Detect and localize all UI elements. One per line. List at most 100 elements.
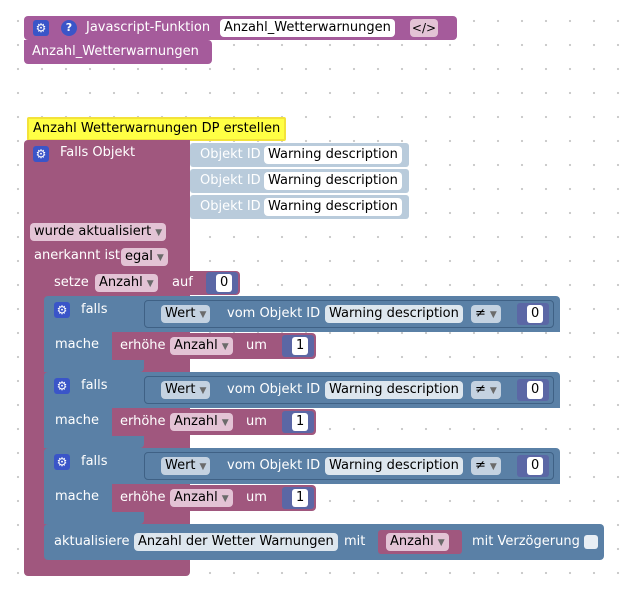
increment-variable-dropdown[interactable]: Anzahl▼ [170, 413, 233, 431]
set-label: setze [54, 275, 89, 290]
chevron-down-icon: ▼ [489, 462, 497, 472]
set-to-label: auf [172, 275, 193, 290]
if-label: falls [81, 454, 108, 469]
object-id-field[interactable]: Warning description [264, 146, 402, 164]
trigger-header-ext [182, 140, 190, 164]
chevron-down-icon: ▼ [437, 538, 445, 548]
number-field[interactable]: 0 [527, 457, 544, 475]
gear-icon[interactable]: ⚙ [33, 146, 49, 162]
if-block-footer [44, 436, 144, 448]
gear-icon[interactable]: ⚙ [54, 302, 70, 318]
delay-label: mit Verzögerung [472, 534, 580, 549]
number-block[interactable]: 1 [282, 411, 314, 433]
comment-bubble[interactable]: Anzahl Wetterwarnungen DP erstellen [27, 117, 287, 141]
set-variable-dropdown[interactable]: Anzahl▼ [95, 274, 158, 292]
chevron-down-icon: ▼ [199, 462, 207, 472]
chevron-down-icon: ▼ [221, 342, 229, 352]
ack-label: anerkannt ist [34, 248, 121, 263]
number-block[interactable]: 1 [282, 335, 314, 357]
object-id-block[interactable]: Objekt ID Warning description [190, 143, 409, 167]
update-label: aktualisiere [54, 534, 130, 549]
number-block[interactable]: 0 [517, 303, 549, 325]
function-label: Javascript-Funktion [86, 20, 211, 35]
number-field[interactable]: 0 [527, 305, 544, 323]
compare-block[interactable]: Wert▼ vom Objekt ID Warning description … [144, 300, 554, 328]
set-variable-block[interactable]: setze Anzahl▼ auf 0 [44, 271, 240, 295]
operator-dropdown[interactable]: ≠▼ [471, 305, 501, 323]
trigger-label: Falls Objekt [60, 145, 136, 160]
gear-icon[interactable]: ⚙ [54, 378, 70, 394]
gear-icon[interactable]: ⚙ [33, 20, 49, 36]
number-block[interactable]: 0 [206, 272, 238, 294]
number-field[interactable]: 0 [527, 381, 544, 399]
number-field[interactable]: 1 [292, 413, 309, 431]
increment-block[interactable]: erhöhe Anzahl▼ um 1 [112, 333, 316, 359]
delay-checkbox[interactable] [584, 535, 598, 549]
object-id-label: Objekt ID [200, 199, 261, 214]
if-block-footer [44, 360, 144, 372]
by-label: um [246, 414, 267, 429]
variable-dropdown[interactable]: Anzahl▼ [386, 533, 449, 551]
increment-label: erhöhe [120, 338, 166, 353]
object-id-label: Objekt ID [200, 147, 261, 162]
help-icon[interactable]: ? [61, 20, 77, 36]
function-call-label: Anzahl_Wetterwarnungen [32, 44, 199, 59]
object-id-field[interactable]: Warning description [325, 381, 463, 399]
object-id-block[interactable]: Objekt ID Warning description [190, 169, 409, 193]
of-object-label: vom Objekt ID [227, 306, 321, 321]
function-definition-block[interactable]: ⚙ ? Javascript-Funktion Anzahl_Wetterwar… [24, 16, 457, 40]
increment-variable-dropdown[interactable]: Anzahl▼ [170, 489, 233, 507]
function-name-field[interactable]: Anzahl_Wetterwarnungen [220, 19, 395, 37]
update-target-field[interactable]: Anzahl der Wetter Warnungen [134, 533, 338, 551]
object-id-label: Objekt ID [200, 173, 261, 188]
variable-block[interactable]: Anzahl▼ [378, 530, 462, 554]
chevron-down-icon: ▼ [199, 386, 207, 396]
chevron-down-icon: ▼ [156, 253, 164, 263]
do-label: mache [55, 413, 100, 428]
number-field[interactable]: 1 [292, 489, 309, 507]
event-dropdown[interactable]: wurde aktualisiert▼ [30, 223, 167, 241]
value-type-dropdown[interactable]: Wert▼ [161, 457, 211, 475]
gear-icon[interactable]: ⚙ [54, 454, 70, 470]
function-call-block[interactable]: Anzahl_Wetterwarnungen [24, 40, 212, 64]
with-label: mit [344, 534, 366, 549]
number-block[interactable]: 0 [517, 379, 549, 401]
of-object-label: vom Objekt ID [227, 458, 321, 473]
chevron-down-icon: ▼ [155, 228, 163, 238]
operator-dropdown[interactable]: ≠▼ [471, 381, 501, 399]
code-edit-button[interactable]: </> [410, 19, 438, 37]
object-id-field[interactable]: Warning description [264, 172, 402, 190]
chevron-down-icon: ▼ [199, 310, 207, 320]
update-block[interactable]: aktualisiere Anzahl der Wetter Warnungen… [44, 524, 604, 560]
increment-block[interactable]: erhöhe Anzahl▼ um 1 [112, 485, 316, 511]
object-id-field[interactable]: Warning description [325, 457, 463, 475]
number-field[interactable]: 1 [292, 337, 309, 355]
if-block-footer [44, 512, 144, 524]
operator-dropdown[interactable]: ≠▼ [471, 457, 501, 475]
by-label: um [246, 490, 267, 505]
number-field[interactable]: 0 [216, 274, 233, 292]
chevron-down-icon: ▼ [221, 494, 229, 504]
value-type-dropdown[interactable]: Wert▼ [161, 381, 211, 399]
object-id-block[interactable]: Objekt ID Warning description [190, 195, 409, 219]
object-id-field[interactable]: Warning description [264, 198, 402, 216]
chevron-down-icon: ▼ [221, 418, 229, 428]
ack-dropdown[interactable]: egal▼ [121, 248, 168, 266]
if-label: falls [81, 302, 108, 317]
value-type-dropdown[interactable]: Wert▼ [161, 305, 211, 323]
chevron-down-icon: ▼ [489, 310, 497, 320]
increment-variable-dropdown[interactable]: Anzahl▼ [170, 337, 233, 355]
number-block[interactable]: 1 [282, 487, 314, 509]
increment-label: erhöhe [120, 490, 166, 505]
by-label: um [246, 338, 267, 353]
object-id-field[interactable]: Warning description [325, 305, 463, 323]
compare-block[interactable]: Wert▼ vom Objekt ID Warning description … [144, 452, 554, 480]
of-object-label: vom Objekt ID [227, 382, 321, 397]
compare-block[interactable]: Wert▼ vom Objekt ID Warning description … [144, 376, 554, 404]
chevron-down-icon: ▼ [146, 279, 154, 289]
if-label: falls [81, 378, 108, 393]
do-label: mache [55, 489, 100, 504]
chevron-down-icon: ▼ [489, 386, 497, 396]
increment-block[interactable]: erhöhe Anzahl▼ um 1 [112, 409, 316, 435]
number-block[interactable]: 0 [517, 455, 549, 477]
